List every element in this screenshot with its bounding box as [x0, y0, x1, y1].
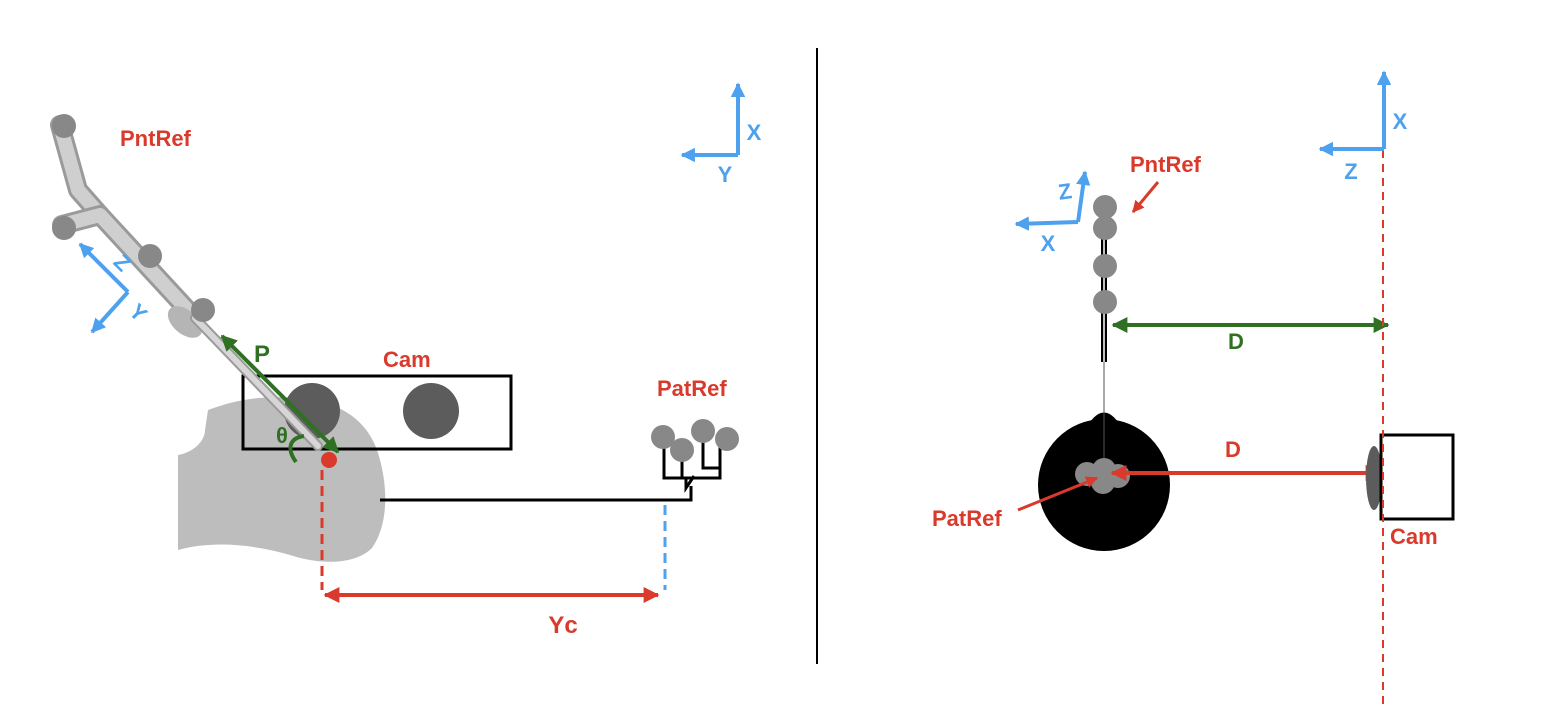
camera-lens-left: [284, 383, 340, 439]
pntref-pointer-arrow: [1131, 181, 1160, 213]
camera-lens-side: [1366, 446, 1382, 510]
head-silhouette: [178, 397, 386, 562]
theta-label: θ: [276, 423, 288, 448]
theta-arc: [288, 434, 305, 464]
pointer-marker: [52, 114, 76, 138]
yc-label: Yc: [548, 612, 577, 639]
p-label: P: [254, 341, 270, 368]
axis-z-label-right: Z: [1344, 159, 1357, 184]
probe-axis-z-label: Z: [109, 249, 136, 276]
axis-x-label-right: X: [1393, 109, 1408, 134]
patref-cable: [380, 486, 693, 502]
probe-axis-y-label: Y: [124, 299, 152, 327]
cam-label-left: Cam: [383, 347, 431, 372]
probe-axis-x-label-right: X: [1041, 231, 1056, 256]
d-label-top: D: [1228, 329, 1244, 354]
patref-pointer-arrow: [1017, 476, 1099, 512]
p-vector-arrow: [220, 334, 340, 454]
pntref-label-left: PntRef: [120, 126, 192, 151]
axis-y-label-left: Y: [718, 162, 733, 187]
global-axes-left: X Y: [680, 82, 762, 187]
pointer-tool: [50, 114, 323, 451]
pointer-marker: [191, 298, 215, 322]
probe-tip-point: [321, 452, 337, 468]
pointer-tool-side: [1093, 195, 1117, 470]
camera-box-side: [1379, 433, 1455, 521]
pointer-marker: [52, 216, 76, 240]
probe-axes-right: Z X: [1014, 170, 1091, 256]
patref-marker-cluster: [651, 419, 739, 493]
camera-lens-right: [403, 383, 459, 439]
patref-label-right: PatRef: [932, 506, 1002, 531]
probe-axis-z-label-right: Z: [1057, 178, 1074, 205]
right-panel: Z X PntRef D D PatRef Cam X Z: [932, 70, 1455, 705]
global-axes-right: X Z: [1318, 70, 1408, 184]
axis-x-label-left: X: [747, 120, 762, 145]
patref-label-left: PatRef: [657, 376, 727, 401]
pointer-marker: [138, 244, 162, 268]
d-label-bottom: D: [1225, 437, 1241, 462]
pntref-label-right: PntRef: [1130, 152, 1202, 177]
left-panel: Z Y P θ Yc PntRef Cam PatRef: [50, 82, 762, 639]
cam-label-right: Cam: [1390, 524, 1438, 549]
